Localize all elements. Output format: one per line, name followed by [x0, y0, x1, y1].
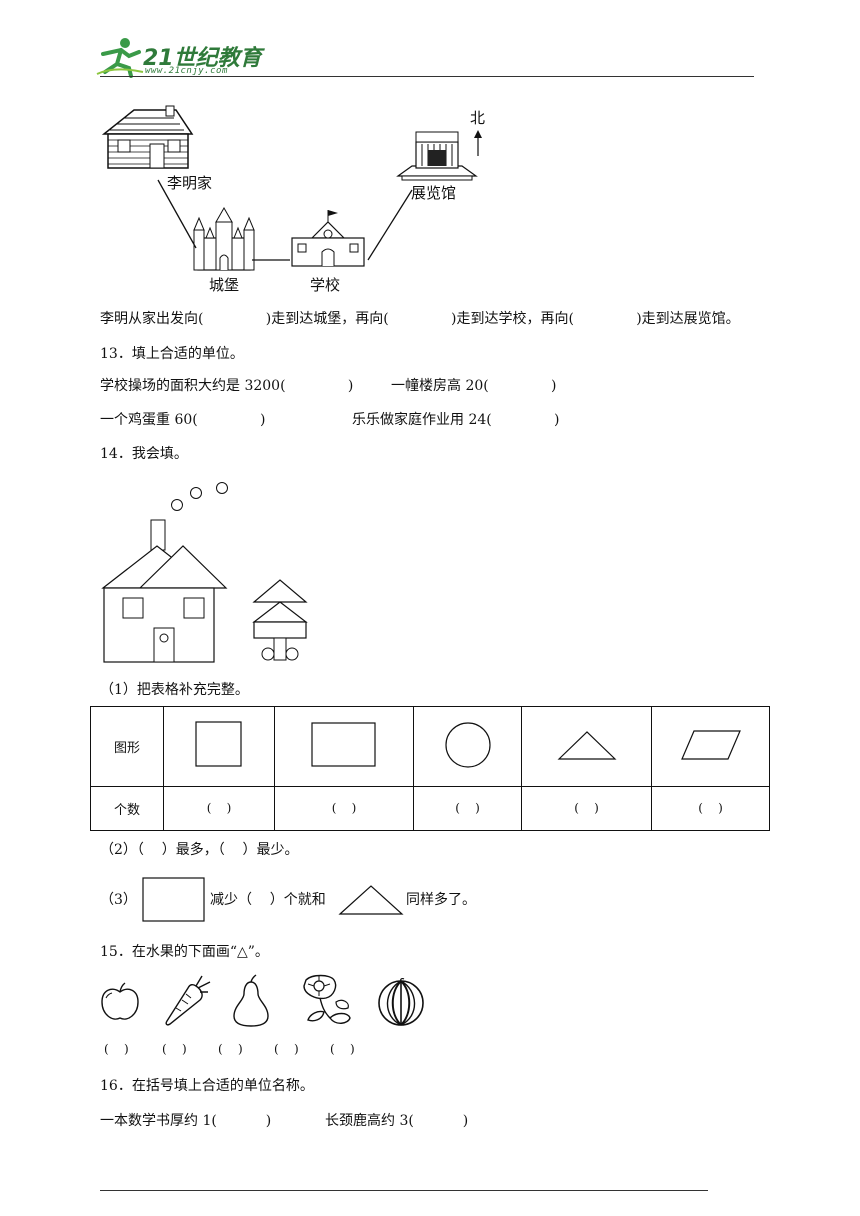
fruit-blank[interactable]: ( )	[104, 1042, 129, 1056]
door-rect	[153, 627, 175, 663]
row-label-count: 个数	[90, 786, 164, 831]
logo-url: www.21cnjy.com	[145, 66, 228, 76]
q14-title: 14．我会填。	[100, 446, 188, 462]
footer-rule	[100, 1190, 708, 1191]
tree-trunk-rect	[273, 637, 287, 661]
label-home: 李明家	[167, 174, 213, 192]
q13-line1a: 学校操场的面积大约是 3200( )	[100, 378, 354, 394]
logo-title: 21世纪教育	[143, 46, 262, 71]
watermelon-icon	[378, 978, 424, 1026]
label-castle: 城堡	[209, 276, 240, 294]
part3-triangle-icon	[338, 885, 404, 915]
school-icon	[291, 210, 365, 267]
q14-part2: （2）（ ）最多，（ ）最少。	[100, 842, 299, 858]
label-school: 学校	[310, 276, 341, 294]
house-icon	[101, 105, 194, 169]
q14-part3-prefix: （3）	[100, 892, 137, 908]
tree-root-circle	[261, 647, 275, 661]
count-blank-triangle[interactable]: ( )	[574, 801, 599, 815]
route-home-castle	[157, 179, 197, 249]
castle-icon	[193, 206, 255, 271]
part3-rectangle-icon	[142, 877, 205, 922]
fruit-blank[interactable]: ( )	[218, 1042, 243, 1056]
fruit-blank[interactable]: ( )	[162, 1042, 187, 1056]
window-square	[183, 597, 205, 619]
table-row: 个数 ( ) ( ) ( ) ( ) ( )	[90, 786, 770, 831]
q14-part3-suffix: 同样多了。	[406, 892, 476, 908]
q13-line2a: 一个鸡蛋重 60( )	[100, 412, 266, 428]
row-label-shape: 图形	[90, 706, 164, 787]
shape-count-table: 图形 个数 ( ) ( ) ( ) ( ) ( )	[90, 706, 770, 831]
q13-title: 13．填上合适的单位。	[100, 346, 244, 362]
fruit-blank[interactable]: ( )	[330, 1042, 355, 1056]
flower-icon	[303, 974, 351, 1024]
q16-line-a: 一本数学书厚约 1( )	[100, 1113, 272, 1129]
door-knob-circle	[159, 633, 169, 643]
tree-triangle	[252, 601, 308, 623]
rectangle-icon	[311, 721, 376, 767]
fruit-blank[interactable]: ( )	[274, 1042, 299, 1056]
apple-icon	[101, 982, 139, 1020]
count-blank-parallelogram[interactable]: ( )	[698, 801, 723, 815]
q14-part1: （1）把表格补充完整。	[100, 682, 249, 698]
cell-square	[163, 706, 275, 787]
route-map-figure	[101, 105, 482, 271]
runner-logo-icon	[96, 38, 144, 78]
tree-triangle	[252, 579, 308, 603]
label-north: 北	[470, 109, 486, 127]
tree-base-rect	[253, 621, 307, 639]
triangle-icon	[557, 730, 616, 760]
count-blank-rectangle[interactable]: ( )	[331, 801, 357, 815]
smoke-circle-icon	[216, 482, 228, 494]
chimney-rect	[150, 519, 166, 551]
cell-parallelogram	[651, 706, 770, 787]
cell-triangle	[521, 706, 652, 787]
cell-rectangle	[274, 706, 414, 787]
smoke-circle-icon	[171, 499, 183, 511]
circle-icon	[444, 721, 491, 768]
q16-title: 16．在括号填上合适的单位名称。	[100, 1078, 314, 1094]
tree-root-circle	[285, 647, 299, 661]
parallelogram-icon	[680, 729, 741, 760]
q12-sentence: 李明从家出发向( )走到达城堡，再向( )走到达学校，再向( )走到达展览馆。	[100, 311, 740, 327]
q13-line1b: 一幢楼房高 20( )	[391, 378, 557, 394]
label-museum: 展览馆	[411, 184, 457, 202]
q16-line-b: 长颈鹿高约 3( )	[325, 1113, 469, 1129]
count-blank-circle[interactable]: ( )	[455, 801, 480, 815]
square-icon	[195, 720, 242, 767]
cell-circle	[413, 706, 522, 787]
header-rule	[100, 76, 754, 77]
carrot-icon	[165, 975, 211, 1026]
route-school-museum	[367, 189, 413, 261]
q13-line2b: 乐乐做家庭作业用 24( )	[352, 412, 560, 428]
smoke-circle-icon	[190, 487, 202, 499]
q15-title: 15．在水果的下面画“△”。	[100, 944, 269, 960]
window-square	[122, 597, 144, 619]
table-row: 图形	[90, 706, 770, 787]
count-blank-square[interactable]: ( )	[206, 801, 232, 815]
house-and-tree-figure	[101, 482, 308, 663]
q14-part3-mid: 减少（ ）个就和	[210, 892, 326, 908]
museum-icon	[396, 131, 478, 181]
header-logo: 21世纪教育 www.21cnjy.com	[95, 36, 265, 80]
pear-icon	[233, 974, 269, 1027]
north-arrow-icon	[474, 130, 482, 156]
